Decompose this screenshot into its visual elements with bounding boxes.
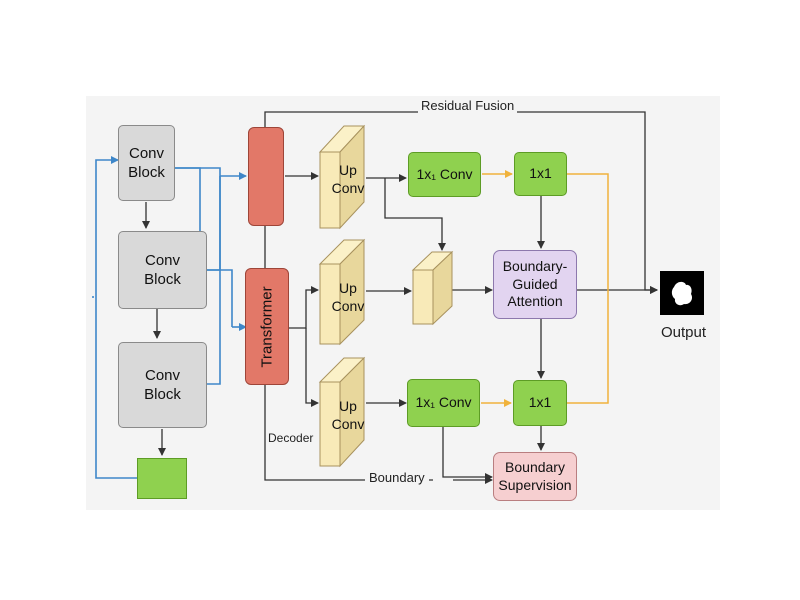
up-conv-1-label: Up Conv xyxy=(331,162,365,197)
up-conv-3-label: Up Conv xyxy=(331,398,365,433)
segmentation-mask-icon xyxy=(660,271,704,315)
boundary-guided-attention-label: Boundary- Guided Attention xyxy=(502,257,568,310)
conv-block-2: Conv Block xyxy=(118,231,207,309)
wire-conv1-to-concat xyxy=(175,167,221,176)
bottleneck-block xyxy=(137,458,187,499)
conv-block-1: Conv Block xyxy=(118,125,175,201)
wire-skip-loop xyxy=(95,156,137,479)
box1x1-top-label: 1x1 xyxy=(529,165,552,182)
box1x1-bottom: 1x1 xyxy=(513,380,567,426)
up-conv-cube-1 xyxy=(318,124,366,230)
up-conv-2-label: Up Conv xyxy=(331,280,365,315)
boundary-guided-attention: Boundary- Guided Attention xyxy=(493,250,577,319)
up-conv-cube-2 xyxy=(318,238,366,346)
decoder-label: Decoder xyxy=(268,431,314,445)
wire-conv3-up xyxy=(207,176,221,385)
conv1x1-bottom: 1x₁ Conv xyxy=(407,379,480,427)
up-conv-cube-3 xyxy=(318,356,366,468)
residual-fusion-label: Residual Fusion xyxy=(418,98,518,113)
wire-conv2-down xyxy=(207,269,233,327)
conv-block-2-label: Conv Block xyxy=(144,251,181,288)
boundary-label: Boundary xyxy=(365,470,429,485)
box1x1-top: 1x1 xyxy=(514,152,567,196)
wire-conv2-up xyxy=(207,176,221,271)
box1x1-bottom-label: 1x1 xyxy=(528,394,552,411)
boundary-supervision-label: Boundary Supervision xyxy=(498,458,572,493)
fusion-block xyxy=(248,127,284,226)
transformer-block: Transformer xyxy=(245,268,289,385)
feature-fusion-cube xyxy=(411,250,454,326)
transformer-label: Transformer xyxy=(258,285,276,368)
boundary-supervision: Boundary Supervision xyxy=(493,452,577,501)
output-label: Output xyxy=(661,324,707,341)
conv1x1-bottom-label: 1x₁ Conv xyxy=(415,394,472,411)
conv1x1-top: 1x₁ Conv xyxy=(408,152,481,197)
conv1x1-top-label: 1x₁ Conv xyxy=(416,165,473,182)
conv-block-1-label: Conv Block xyxy=(128,144,165,181)
conv-block-3-label: Conv Block xyxy=(144,366,181,403)
conv-block-3: Conv Block xyxy=(118,342,207,428)
